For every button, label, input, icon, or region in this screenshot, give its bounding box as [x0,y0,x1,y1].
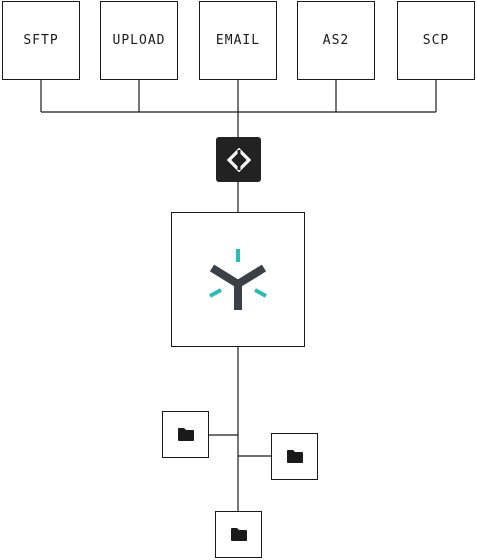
connector-node [216,137,261,182]
folder-icon [230,528,247,541]
destination-folder-2 [271,433,318,480]
source-sftp: SFTP [2,1,80,80]
source-email: EMAIL [199,1,277,80]
destination-folder-3 [215,511,262,558]
y-logo-icon [209,248,267,310]
destination-folder-1 [162,411,209,458]
source-upload: UPLOAD [100,1,178,80]
source-scp: SCP [397,1,475,80]
source-as2: AS2 [297,1,375,80]
code-diamond-icon [226,147,251,172]
hub-node [171,212,305,347]
folder-icon [286,450,303,463]
folder-icon [177,428,194,441]
